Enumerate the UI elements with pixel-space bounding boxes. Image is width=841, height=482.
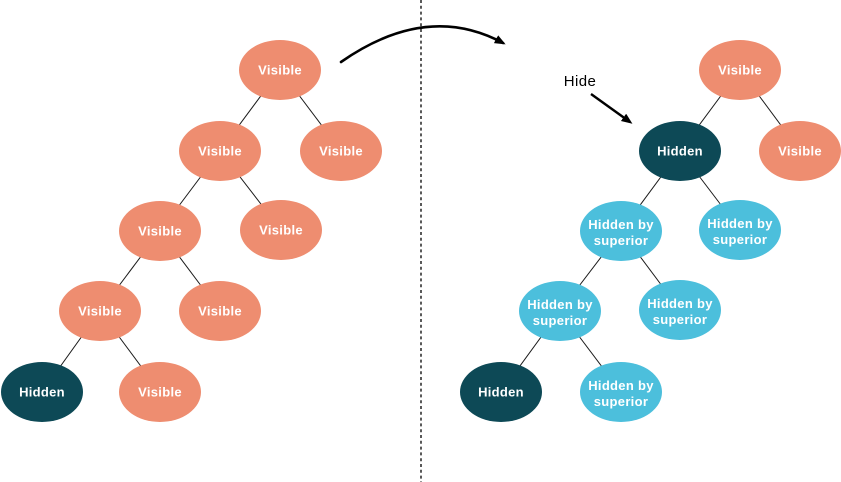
node-visible: [759, 121, 841, 181]
node-hidden_by_superior: [519, 281, 601, 341]
node-hidden: [639, 121, 721, 181]
node-hidden_by_superior: [580, 362, 662, 422]
node-label: Visible: [718, 63, 762, 78]
node-label: Hidden: [19, 385, 65, 400]
node-visible: [59, 281, 141, 341]
node-label: Visible: [258, 63, 302, 78]
node-hidden_by_superior: [580, 201, 662, 261]
node-label: Hidden: [657, 144, 703, 159]
node-visible: [239, 40, 321, 100]
node-label: Hidden: [478, 385, 524, 400]
node-label: Visible: [138, 385, 182, 400]
node-label: Visible: [259, 223, 303, 238]
node-visible: [119, 362, 201, 422]
node-visible: [179, 281, 261, 341]
node-hidden_by_superior: [699, 200, 781, 260]
node-visible: [300, 121, 382, 181]
transform-arrow: [339, 25, 506, 64]
node-label: Visible: [319, 144, 363, 159]
node-hidden: [460, 362, 542, 422]
hide-label: Hide: [564, 73, 596, 90]
node-label: Visible: [198, 304, 242, 319]
node-visible: [179, 121, 261, 181]
node-visible: [119, 201, 201, 261]
node-label: Visible: [78, 304, 122, 319]
node-visible: [699, 40, 781, 100]
node-visible: [240, 200, 322, 260]
hide-arrow: [590, 93, 633, 124]
node-hidden: [1, 362, 83, 422]
node-label: Visible: [138, 224, 182, 239]
node-hidden_by_superior: [639, 280, 721, 340]
node-label: Visible: [778, 144, 822, 159]
node-label: Visible: [198, 144, 242, 159]
